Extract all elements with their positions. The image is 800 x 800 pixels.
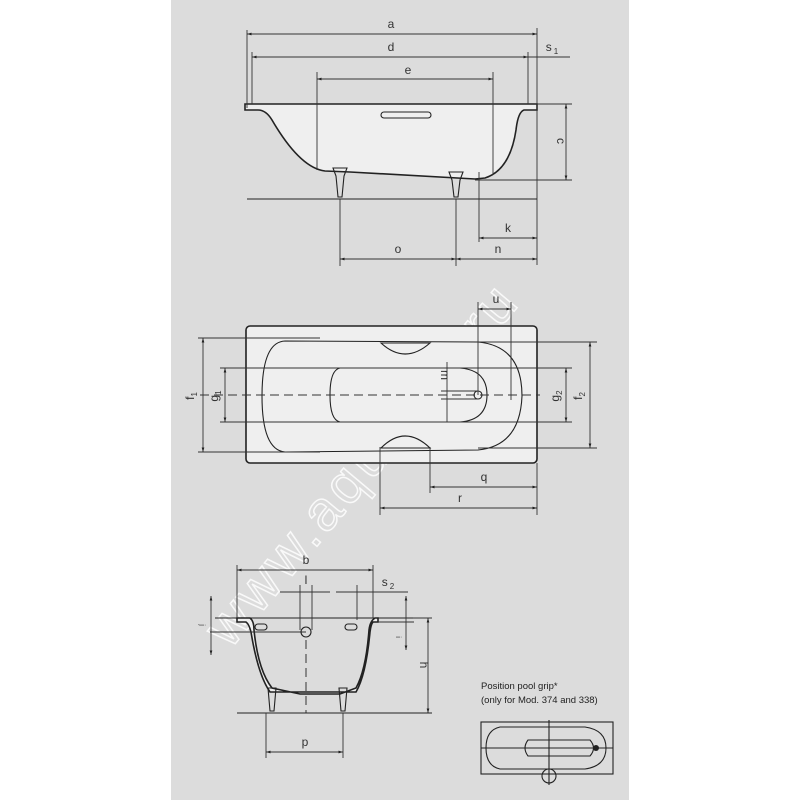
label-c: c	[554, 138, 568, 144]
side-tub-outline	[244, 103, 538, 180]
foot-left	[332, 167, 348, 198]
pool-grip-inset: Position pool grip* (only for Mod. 374 a…	[480, 681, 614, 785]
label-u: u	[493, 292, 500, 306]
front-foot-right	[338, 687, 348, 712]
grip-top	[379, 342, 432, 355]
label-d: d	[388, 40, 395, 54]
side-handle-slot	[380, 111, 432, 119]
label-g1: g1	[207, 390, 223, 402]
label-j: j	[198, 623, 205, 626]
label-a: a	[388, 17, 395, 31]
label-q: q	[481, 470, 488, 484]
label-f1: f1	[183, 392, 199, 400]
grip-right	[344, 623, 358, 631]
label-i: i	[394, 636, 401, 638]
label-b: b	[303, 553, 310, 567]
pool-grip-subtitle: (only for Mod. 374 and 338)	[481, 695, 598, 706]
foot-right	[448, 171, 464, 198]
label-p: p	[302, 735, 309, 749]
pool-grip-title: Position pool grip*	[481, 681, 558, 692]
plan-view: u m f1 g1 g2 f2 q r	[183, 292, 597, 515]
label-m: m	[438, 370, 452, 380]
label-l: l	[305, 573, 308, 587]
label-g2: g2	[548, 390, 564, 402]
label-h: h	[417, 662, 431, 669]
label-o: o	[395, 242, 402, 256]
label-k: k	[505, 221, 512, 235]
label-f2: f2	[571, 392, 587, 400]
label-e: e	[405, 63, 412, 77]
overflow-icon	[300, 626, 312, 638]
front-foot-left	[267, 687, 277, 712]
label-n: n	[495, 242, 502, 256]
label-r: r	[458, 491, 462, 505]
plan-tub-interior	[261, 340, 523, 453]
grip-left	[254, 623, 268, 631]
